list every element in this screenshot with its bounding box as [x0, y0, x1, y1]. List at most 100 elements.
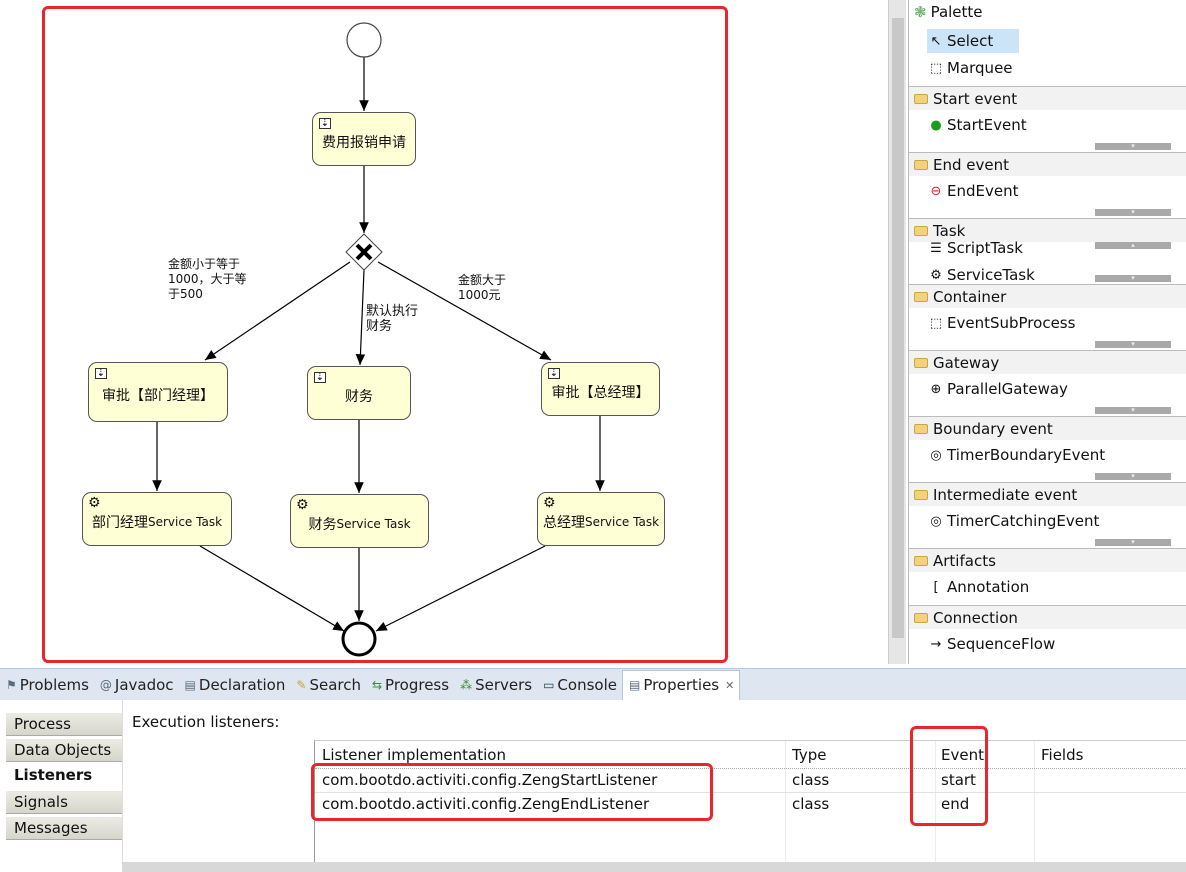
- item-endevent[interactable]: ⊖EndEvent: [927, 179, 1019, 203]
- item-label: StartEvent: [947, 116, 1027, 134]
- group-scroll-up[interactable]: ▴: [1095, 242, 1171, 249]
- declaration-icon: ▤: [184, 677, 196, 692]
- section-process[interactable]: Process: [6, 712, 122, 736]
- subprocess-icon: ⬚: [929, 315, 943, 331]
- group-boundary-event[interactable]: Boundary event: [909, 416, 1186, 440]
- group-scroll-down[interactable]: ▾: [1095, 341, 1171, 348]
- item-servicetask[interactable]: ⚙ServiceTask: [927, 263, 1035, 287]
- palette-header: ❃Palette: [909, 0, 1186, 24]
- table-horizontal-scrollbar[interactable]: [122, 862, 1186, 872]
- item-sequenceflow[interactable]: →SequenceFlow: [927, 632, 1056, 656]
- item-timercatchingevent[interactable]: ◎TimerCatchingEvent: [927, 509, 1099, 533]
- item-eventsubprocess[interactable]: ⬚EventSubProcess: [927, 311, 1076, 335]
- group-scroll-down[interactable]: ▾: [1095, 209, 1171, 216]
- task-gm-approval[interactable]: ⇣ 审批【总经理】: [541, 362, 660, 416]
- listener-event: end: [941, 795, 970, 813]
- close-icon[interactable]: ✕: [725, 678, 735, 692]
- tab-label: Servers: [475, 675, 533, 694]
- user-task-icon: ⇣: [548, 368, 560, 379]
- folder-icon: [914, 291, 928, 302]
- task-label: 部门经理: [91, 515, 148, 531]
- group-artifacts[interactable]: Artifacts: [909, 548, 1186, 572]
- section-listeners[interactable]: Listeners: [6, 764, 122, 788]
- gear-icon: ⚙: [543, 495, 556, 511]
- execution-listeners-heading: Execution listeners:: [132, 713, 280, 731]
- group-task[interactable]: Task: [909, 218, 1186, 242]
- task-finance[interactable]: ⇣ 财务: [307, 366, 411, 420]
- item-timerboundaryevent[interactable]: ◎TimerBoundaryEvent: [927, 443, 1105, 467]
- group-label: Connection: [933, 608, 1018, 627]
- tool-label: Select: [947, 32, 994, 50]
- group-scroll-down[interactable]: ▾: [1095, 539, 1171, 546]
- item-startevent[interactable]: ●StartEvent: [927, 113, 1027, 137]
- properties-panel: Process Data Objects Listeners Signals M…: [0, 700, 1186, 872]
- problems-icon: ⚑: [6, 677, 17, 692]
- sequence-flows: [152, 22, 605, 657]
- item-annotation[interactable]: [Annotation: [927, 575, 1029, 599]
- task-label: 总经理: [542, 515, 585, 531]
- group-start-event[interactable]: Start event: [909, 86, 1186, 110]
- task-label-type: Service Task: [336, 517, 411, 531]
- tab-properties[interactable]: ▤Properties✕: [621, 669, 741, 700]
- tab-javadoc[interactable]: @Javadoc: [94, 670, 179, 700]
- group-scroll-down[interactable]: ▾: [1095, 473, 1171, 480]
- item-parallelgateway[interactable]: ⊕ParallelGateway: [927, 377, 1068, 401]
- canvas-vertical-scrollbar[interactable]: [888, 0, 906, 664]
- tab-console[interactable]: ▭Console: [537, 670, 622, 700]
- tab-label: Javadoc: [114, 675, 174, 694]
- end-event-icon: ⊖: [930, 183, 942, 199]
- flow-gateway-left: [204, 261, 351, 361]
- tab-servers[interactable]: ⁂Servers: [454, 670, 537, 700]
- annotation-icon: [: [933, 579, 939, 595]
- task-dept-manager-approval[interactable]: ⇣ 审批【部门经理】: [88, 362, 228, 422]
- user-task-icon: ⇣: [95, 368, 107, 379]
- group-scroll-down[interactable]: ▾: [1095, 143, 1171, 150]
- item-label: TimerBoundaryEvent: [947, 446, 1106, 464]
- tab-progress[interactable]: ⇆Progress: [366, 670, 454, 700]
- highlight-box-listeners: [311, 763, 713, 821]
- tab-problems[interactable]: ⚑Problems: [0, 670, 94, 700]
- listener-type: class: [792, 795, 830, 813]
- group-scroll-down[interactable]: ▾: [1095, 275, 1171, 282]
- script-icon: ☰: [930, 240, 942, 256]
- group-intermediate-event[interactable]: Intermediate event: [909, 482, 1186, 506]
- tab-declaration[interactable]: ▤Declaration: [179, 670, 291, 700]
- diagram-canvas[interactable]: ⇣ 费用报销申请 金额小于等于 1000，大于等 于500 默认执行 财务 金额…: [0, 0, 886, 664]
- tab-search[interactable]: ✎Search: [290, 670, 366, 700]
- group-scroll-down[interactable]: ▾: [1095, 407, 1171, 414]
- item-scripttask[interactable]: ☰ScriptTask: [927, 236, 1023, 260]
- task-label-type: Service Task: [584, 515, 660, 529]
- group-container[interactable]: Container: [909, 284, 1186, 308]
- gear-icon: ⚙: [930, 267, 942, 283]
- marquee-icon: ⬚: [929, 60, 943, 76]
- gear-icon: ⚙: [296, 497, 309, 513]
- task-expense-request[interactable]: ⇣ 费用报销申请: [312, 112, 416, 166]
- console-icon: ▭: [543, 677, 555, 692]
- column-header-implementation[interactable]: Listener implementation: [322, 746, 506, 764]
- listeners-table[interactable]: Listener implementation Type Event Field…: [314, 740, 1186, 866]
- group-gateway[interactable]: Gateway: [909, 350, 1186, 374]
- group-end-event[interactable]: End event: [909, 152, 1186, 176]
- folder-icon: [914, 225, 928, 236]
- section-data-objects[interactable]: Data Objects: [6, 738, 122, 762]
- column-header-event[interactable]: Event: [941, 746, 984, 764]
- tab-label: Console: [557, 675, 617, 694]
- tool-select[interactable]: ↖Select: [927, 29, 1019, 53]
- tool-marquee[interactable]: ⬚Marquee: [927, 56, 1013, 80]
- group-label: Boundary event: [933, 419, 1053, 438]
- column-header-fields[interactable]: Fields: [1041, 746, 1084, 764]
- group-connection[interactable]: Connection: [909, 605, 1186, 629]
- section-messages[interactable]: Messages: [6, 816, 122, 840]
- folder-icon: [914, 357, 928, 368]
- group-label: Artifacts: [933, 551, 996, 570]
- section-signals[interactable]: Signals: [6, 790, 122, 814]
- column-header-type[interactable]: Type: [792, 746, 827, 764]
- task-label: 审批【部门经理】: [102, 388, 214, 404]
- highlight-box-diagram: [42, 6, 728, 663]
- listener-event: start: [941, 771, 976, 789]
- item-label: TimerCatchingEvent: [947, 512, 1100, 530]
- listener-type: class: [792, 771, 830, 789]
